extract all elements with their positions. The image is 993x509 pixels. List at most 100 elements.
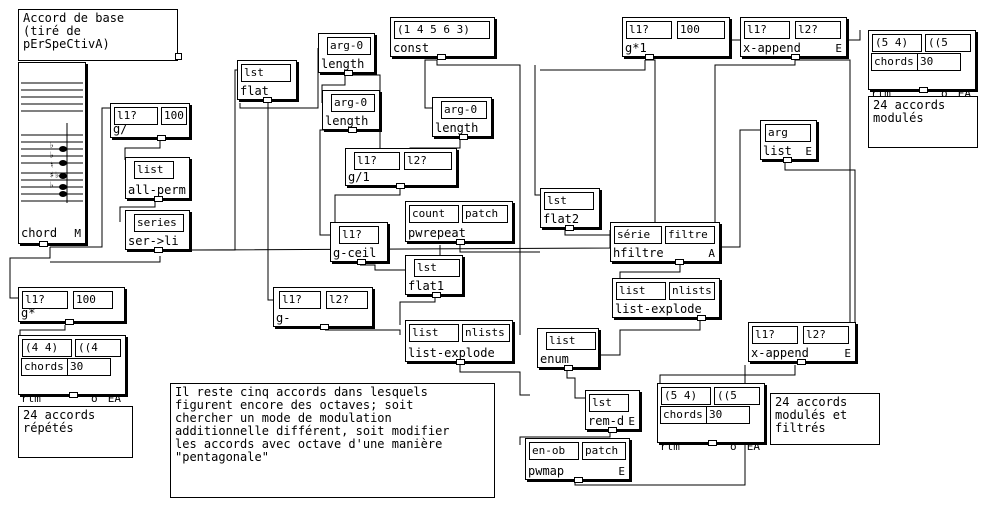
pwrepeat-box[interactable]: count patch pwrepeat (405, 201, 513, 245)
outlet[interactable] (348, 127, 357, 133)
chords-field[interactable]: chords (661, 407, 707, 423)
inlet-2[interactable]: nlists (462, 324, 510, 342)
const-box[interactable]: (1 4 5 6 3) const (390, 17, 495, 60)
lst-flat-box[interactable]: lst flat (237, 60, 297, 103)
inlet-1[interactable]: list (409, 324, 459, 342)
rtm-params[interactable]: chords 30 (660, 406, 750, 424)
chords-field[interactable]: chords (872, 54, 918, 70)
outlet[interactable] (708, 440, 717, 446)
inlet-1[interactable]: arg-0 (441, 101, 487, 119)
inlet-2[interactable]: nlists (669, 282, 715, 300)
inlet-2[interactable]: 100 (677, 21, 725, 39)
outlet[interactable] (39, 241, 48, 247)
inlet-1[interactable]: series (134, 214, 184, 232)
inlet-2[interactable]: l2? (404, 152, 452, 170)
outlet[interactable] (157, 135, 166, 141)
outlet[interactable] (456, 239, 465, 245)
rtm-left-box[interactable]: (4 4) ((4 chords 30 rtm o EA (18, 335, 126, 405)
modulated-comment[interactable]: 24 accords modulés (868, 96, 978, 148)
inlet-1[interactable]: l1? (752, 326, 798, 344)
outlet[interactable] (154, 196, 163, 202)
g-ceil-box[interactable]: l1? g-ceil (330, 222, 388, 265)
repeated-comment[interactable]: 24 accords répétés (18, 406, 133, 458)
title-comment[interactable]: Accord de base (tiré de pErSpeCtivA) (18, 9, 178, 61)
outlet[interactable] (574, 477, 583, 483)
lst-flat1-box[interactable]: lst flat1 (405, 255, 463, 298)
outlet[interactable] (919, 87, 928, 93)
enum-box[interactable]: list enum (537, 328, 599, 371)
number-field[interactable]: 30 (70, 360, 84, 373)
outlet[interactable] (645, 54, 654, 60)
inlet-2[interactable]: 100 (73, 291, 113, 309)
inlet-1[interactable]: arg (765, 124, 811, 142)
g-minus-box[interactable]: l1? l2? g- (273, 287, 373, 330)
inlet-2[interactable]: ((4 (75, 339, 121, 357)
inlet-1[interactable]: list (546, 332, 596, 350)
arg0-length-a-box[interactable]: arg-0 length (318, 33, 375, 76)
outlet[interactable] (154, 247, 163, 253)
g-div-box[interactable]: l1? 100 g/ (110, 103, 190, 141)
outlet[interactable] (697, 315, 706, 321)
inlet-1[interactable]: (1 4 5 6 3) (394, 21, 490, 39)
pwmap-box[interactable]: en-ob patch pwmap E (525, 438, 630, 483)
inlet-1[interactable]: lst (589, 394, 629, 412)
g-mul-box[interactable]: l1? 100 g* (18, 287, 125, 325)
outlet[interactable] (459, 134, 468, 140)
lst-flat2-box[interactable]: lst flat2 (540, 188, 600, 231)
list-explode-b-box[interactable]: list nlists list-explode (612, 278, 720, 321)
outlet[interactable] (797, 359, 806, 365)
rtm-open-toggle[interactable]: o (730, 440, 737, 453)
chord-editor[interactable]: ♭ ♭ ♮ ♯♭ ♭ chord M (18, 62, 86, 247)
x-append-a-box[interactable]: l1? l2? x-append E (740, 17, 847, 60)
outlet[interactable] (432, 292, 441, 298)
inlet-1[interactable]: (4 4) (22, 339, 72, 357)
filtered-comment[interactable]: 24 accords modulés et filtrés (770, 393, 880, 445)
list-explode-a-box[interactable]: list nlists list-explode (405, 320, 513, 365)
inlet-1[interactable]: arg-0 (331, 94, 375, 112)
inlet-1[interactable]: lst (414, 259, 460, 277)
inlet-1[interactable]: count (409, 205, 459, 223)
arg0-length-b-box[interactable]: arg-0 length (322, 90, 380, 133)
inlet-2[interactable]: patch (462, 205, 508, 223)
chords-field[interactable]: chords (22, 359, 68, 375)
outlet[interactable] (396, 183, 405, 189)
x-append-b-box[interactable]: l1? l2? x-append E (748, 322, 856, 365)
note-comment[interactable]: Il reste cinq accords dans lesquels figu… (170, 383, 495, 498)
inlet-1[interactable]: série (614, 226, 662, 244)
inlet-1[interactable]: l1? (354, 152, 400, 170)
rtm-open-toggle[interactable]: o (941, 87, 948, 100)
number-field[interactable]: 30 (709, 408, 723, 421)
inlet-1[interactable]: (5 4) (872, 34, 922, 52)
inlet-1[interactable]: lst (544, 192, 594, 210)
rtm-mid-box[interactable]: (5 4) ((5 chords 30 rtm o EA (657, 383, 765, 453)
outlet[interactable] (344, 70, 353, 76)
hfiltre-box[interactable]: série filtre hfiltre A (610, 222, 720, 265)
outlet[interactable] (456, 359, 465, 365)
series-box[interactable]: series ser->li (125, 210, 190, 253)
number-field[interactable]: 30 (920, 55, 934, 68)
inlet-1[interactable]: l1? (279, 291, 321, 309)
rem-d-box[interactable]: lst rem-d E (585, 390, 640, 433)
outlet[interactable] (783, 157, 792, 163)
inlet-1[interactable]: list (134, 161, 174, 179)
g-div1-box[interactable]: l1? l2? g/1 (345, 148, 457, 189)
inlet-2[interactable]: l2? (803, 326, 849, 344)
rtm-open-toggle[interactable]: o (91, 392, 98, 405)
g-mul1-box[interactable]: l1? 100 g*1 (622, 17, 730, 60)
rtm-params[interactable]: chords 30 (871, 53, 961, 71)
outlet[interactable] (65, 319, 74, 325)
outlet[interactable] (437, 54, 446, 60)
outlet[interactable] (565, 225, 574, 231)
inlet-1[interactable]: lst (241, 64, 291, 82)
arg-list-box[interactable]: arg list E (760, 120, 817, 163)
inlet-1[interactable]: l1? (744, 21, 790, 39)
outlet[interactable] (675, 259, 684, 265)
inlet-1[interactable]: list (616, 282, 666, 300)
resize-handle[interactable] (175, 53, 182, 60)
inlet-2[interactable]: filtre (665, 226, 715, 244)
inlet-1[interactable]: l1? (626, 21, 672, 39)
inlet-2[interactable]: patch (582, 442, 626, 460)
inlet-1[interactable]: l1? (339, 226, 379, 244)
inlet-1[interactable]: en-ob (529, 442, 579, 460)
list-allperm-box[interactable]: list all-perm (125, 157, 190, 202)
